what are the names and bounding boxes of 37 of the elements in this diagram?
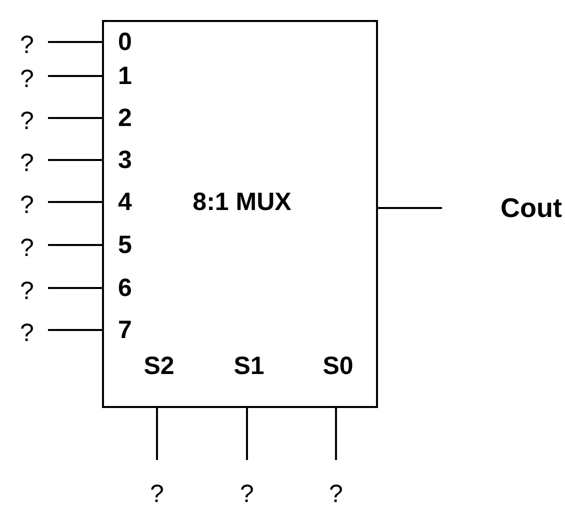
pin-label: 3 — [118, 145, 132, 176]
pin-label: 5 — [118, 230, 132, 261]
unknown-input-label: ? — [20, 313, 48, 347]
wire — [156, 408, 158, 460]
pin-label: 7 — [118, 315, 132, 346]
unknown-input-label: ? — [20, 228, 48, 262]
component-title: 8:1 MUX — [192, 187, 292, 218]
pin-label: 4 — [118, 187, 132, 218]
pin-label: 2 — [118, 103, 132, 134]
wire — [48, 159, 102, 161]
unknown-input-label: ? — [20, 59, 48, 93]
multiplexer-box — [102, 20, 378, 408]
unknown-input-label: ? — [231, 460, 263, 508]
wire — [48, 244, 102, 246]
pin-label: 6 — [118, 273, 132, 304]
unknown-input-label: ? — [20, 101, 48, 135]
wire — [48, 75, 102, 77]
unknown-input-label: ? — [320, 460, 352, 508]
unknown-input-label: ? — [20, 271, 48, 305]
pin-label: S2 — [144, 351, 174, 382]
wire — [48, 201, 102, 203]
wire — [378, 207, 442, 209]
pin-label: 1 — [118, 61, 132, 92]
unknown-input-label: ? — [20, 185, 48, 219]
wire — [48, 117, 102, 119]
unknown-input-label: ? — [20, 25, 48, 59]
unknown-input-label: ? — [20, 143, 48, 177]
pin-label: S0 — [322, 351, 354, 382]
pin-label: 0 — [118, 27, 132, 58]
wire — [48, 329, 102, 331]
pin-label: S1 — [234, 351, 264, 382]
wire — [335, 408, 337, 460]
output-label: Cout — [442, 190, 562, 226]
unknown-input-label: ? — [141, 460, 173, 508]
wire — [48, 41, 102, 43]
wire — [48, 287, 102, 289]
wire — [246, 408, 248, 460]
